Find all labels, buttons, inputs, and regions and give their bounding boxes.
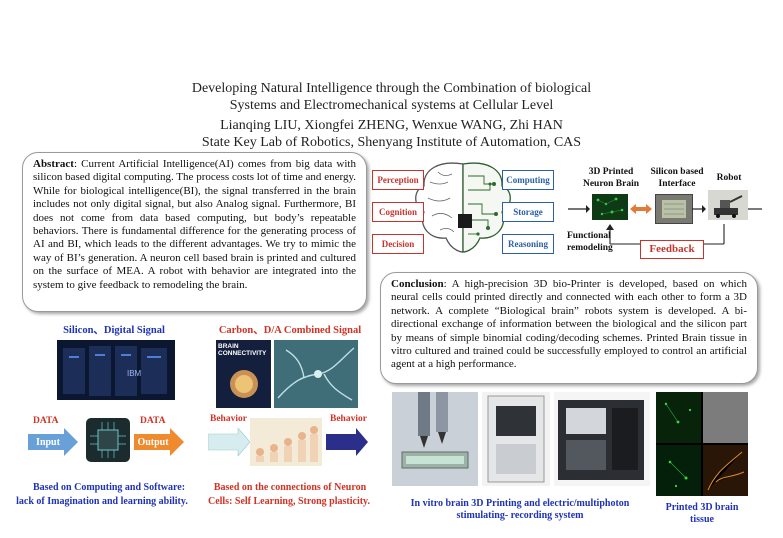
data-right-label: DATA bbox=[140, 416, 166, 426]
label-perception: Perception bbox=[372, 170, 424, 190]
output-label: Output bbox=[137, 437, 169, 448]
feedback-box: Feedback bbox=[640, 240, 704, 259]
input-label: Input bbox=[36, 437, 60, 448]
abstract-box: Abstract: Current Artificial Intelligenc… bbox=[22, 152, 367, 312]
silicon-heading: Silicon、Digital Signal bbox=[63, 325, 165, 336]
label-reasoning: Reasoning bbox=[502, 234, 554, 254]
label-cognition: Cognition bbox=[372, 202, 424, 222]
label-decision: Decision bbox=[372, 234, 424, 254]
silicon-caption-2: lack of Imagination and learning ability… bbox=[16, 496, 188, 507]
brain-illustration bbox=[415, 162, 511, 253]
poster-title-line1: Developing Natural Intelligence through … bbox=[191, 81, 592, 96]
bioprinter-closeup-image bbox=[392, 392, 478, 486]
brain-diagram bbox=[368, 156, 558, 260]
book-title: BRAIN CONNECTIVITY bbox=[218, 343, 267, 357]
arrow-to-brain bbox=[568, 201, 590, 213]
printer-machine-image bbox=[482, 392, 550, 486]
supercomputer-image: IBM bbox=[57, 340, 175, 400]
printed-brain-image bbox=[592, 194, 628, 220]
abstract-text: : Current Artificial Intelligence(AI) co… bbox=[33, 158, 356, 291]
printed-brain-label: 3D Printed Neuron Brain bbox=[582, 167, 640, 189]
poster-title-line2: Systems and Electromechanical systems at… bbox=[229, 98, 554, 113]
chip-image bbox=[86, 418, 130, 462]
robot-label: Robot bbox=[716, 173, 742, 183]
double-arrow bbox=[630, 201, 652, 214]
tissue-grid-image bbox=[656, 392, 748, 496]
abstract-label: Abstract bbox=[33, 158, 74, 170]
baby-development-image bbox=[250, 418, 322, 466]
neuron-image bbox=[274, 340, 358, 408]
output-arrow bbox=[134, 428, 184, 456]
conclusion-text: : A high-precision 3D bio-Printer is dev… bbox=[391, 278, 747, 371]
carbon-caption-1: Based on the connections of Neuron bbox=[213, 482, 367, 493]
behavior-input-arrow bbox=[207, 427, 251, 457]
silicon-interface-label: Silicon based Interface bbox=[650, 167, 704, 189]
conclusion-label: Conclusion bbox=[391, 278, 444, 290]
arrow-from-robot bbox=[748, 201, 762, 211]
svg-text:IBM: IBM bbox=[127, 369, 142, 378]
robot-image bbox=[708, 190, 748, 220]
behavior-left-label: Behavior bbox=[210, 414, 247, 424]
label-computing: Computing bbox=[502, 170, 554, 190]
affiliation: State Key Lab of Robotics, Shenyang Inst… bbox=[201, 135, 582, 150]
behavior-output-arrow bbox=[326, 428, 368, 456]
book-cover-image: BRAIN CONNECTIVITY bbox=[216, 340, 271, 408]
label-storage: Storage bbox=[502, 202, 554, 222]
data-left-label: DATA bbox=[33, 416, 59, 426]
silicon-interface-image bbox=[655, 194, 693, 224]
conclusion-box: Conclusion: A high-precision 3D bio-Prin… bbox=[380, 272, 758, 384]
input-arrow bbox=[28, 428, 78, 456]
silicon-caption-1: Based on Computing and Software: bbox=[32, 482, 186, 493]
printing-caption: In vitro brain 3D Printing and electric/… bbox=[410, 498, 630, 521]
carbon-caption-2: Cells: Self Learning, Strong plasticity. bbox=[207, 496, 371, 507]
carbon-heading: Carbon、D/A Combined Signal bbox=[218, 325, 362, 336]
functional-remodeling-label: Functional remodeling bbox=[567, 231, 613, 253]
tissue-caption: Printed 3D brain tissue bbox=[665, 502, 739, 525]
stimulating-system-image bbox=[554, 392, 650, 486]
authors: Lianqing LIU, Xiongfei ZHENG, Wenxue WAN… bbox=[220, 118, 563, 133]
arrow-to-robot bbox=[692, 201, 706, 213]
behavior-right-label: Behavior bbox=[330, 414, 367, 424]
